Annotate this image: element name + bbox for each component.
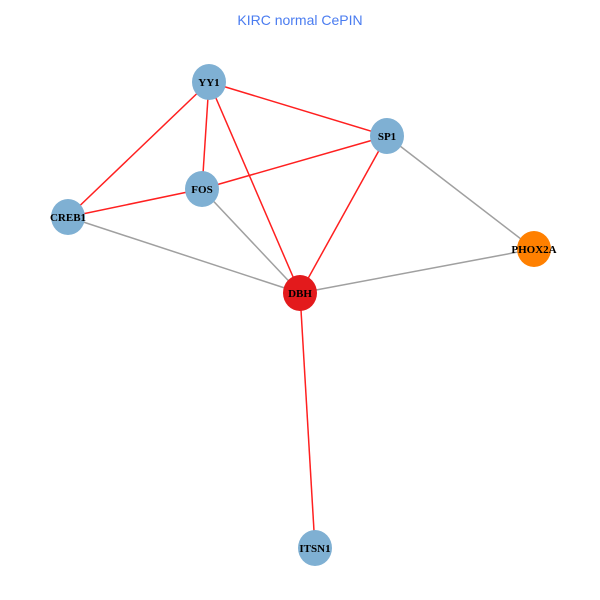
edge-sp1-phox2a xyxy=(386,135,535,250)
node-fos[interactable]: FOS xyxy=(185,171,219,207)
edge-yy1-creb1 xyxy=(67,81,210,218)
node-label: FOS xyxy=(191,184,212,196)
edge-sp1-fos xyxy=(201,135,388,190)
node-label: DBH xyxy=(288,288,312,300)
edge-yy1-sp1 xyxy=(208,81,388,137)
node-circle[interactable] xyxy=(298,530,332,566)
node-label: ITSN1 xyxy=(299,543,330,555)
node-circle[interactable] xyxy=(370,118,404,154)
node-circle[interactable] xyxy=(283,275,317,311)
node-label: PHOX2A xyxy=(511,244,556,256)
node-sp1[interactable]: SP1 xyxy=(370,118,404,154)
node-label: CREB1 xyxy=(50,212,86,224)
node-circle[interactable] xyxy=(517,231,551,267)
node-dbh[interactable]: DBH xyxy=(283,275,317,311)
edge-creb1-dbh xyxy=(67,216,301,294)
node-creb1[interactable]: CREB1 xyxy=(50,199,86,235)
node-label: YY1 xyxy=(198,77,219,89)
edge-phox2a-dbh xyxy=(299,248,535,294)
node-phox2a[interactable]: PHOX2A xyxy=(511,231,557,267)
edge-sp1-dbh xyxy=(299,135,388,294)
node-circle[interactable] xyxy=(185,171,219,207)
edge-dbh-itsn1 xyxy=(299,292,316,549)
edge-fos-creb1 xyxy=(67,188,203,218)
node-yy1[interactable]: YY1 xyxy=(192,64,226,100)
edge-yy1-dbh xyxy=(208,81,301,294)
node-itsn1[interactable]: ITSN1 xyxy=(298,530,332,566)
node-circle[interactable] xyxy=(192,64,226,100)
diagram-title: KIRC normal CePIN xyxy=(237,12,363,28)
edge-fos-dbh xyxy=(201,188,301,294)
node-label: SP1 xyxy=(378,131,396,143)
node-circle[interactable] xyxy=(51,199,85,235)
